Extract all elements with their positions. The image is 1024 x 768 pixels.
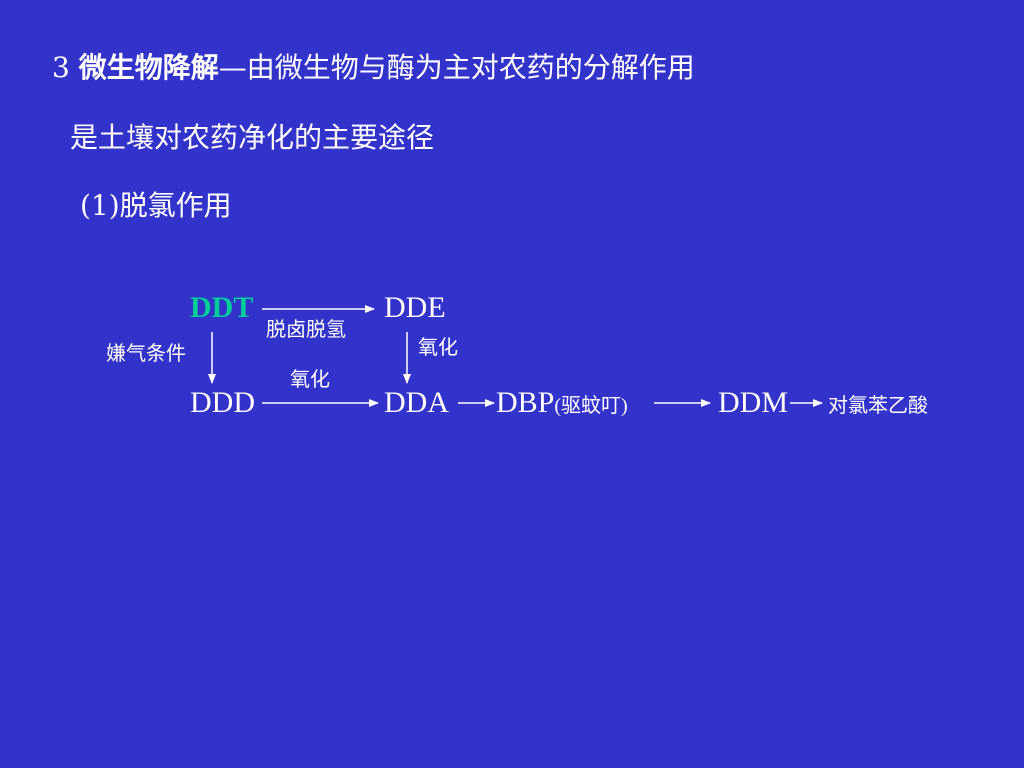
node-dbp-note: (驱蚊叮): [554, 395, 628, 417]
node-dda: DDA: [384, 386, 449, 419]
node-dbp-name: DBP: [496, 386, 555, 419]
subheading-dechlorination: (1)脱氯作用: [80, 189, 232, 222]
node-ddd: DDD: [190, 386, 255, 419]
label-dehalogenation: 脱卤脱氢: [266, 317, 346, 341]
label-oxidation-right: 氧化: [418, 335, 458, 359]
subheading-purification: 是土壤对农药净化的主要途径: [70, 121, 435, 154]
label-anaerobic: 嫌气条件: [106, 341, 186, 365]
node-chlorophenylacetic-acid: 对氯苯乙酸: [828, 393, 928, 417]
node-dde: DDE: [384, 291, 446, 324]
heading-microbial-degradation: 3 微生物降解—由微生物与酶为主对农药的分解作用: [52, 52, 695, 84]
node-ddm: DDM: [718, 386, 789, 419]
heading-number: 3: [52, 51, 79, 84]
label-oxidation-bottom: 氧化: [290, 367, 330, 391]
node-dbp: DBP(驱蚊叮): [496, 388, 628, 421]
heading-keyword: 微生物降解: [78, 51, 219, 84]
heading-description: —由微生物与酶为主对农药的分解作用: [218, 51, 695, 84]
node-ddt: DDT: [190, 291, 254, 324]
